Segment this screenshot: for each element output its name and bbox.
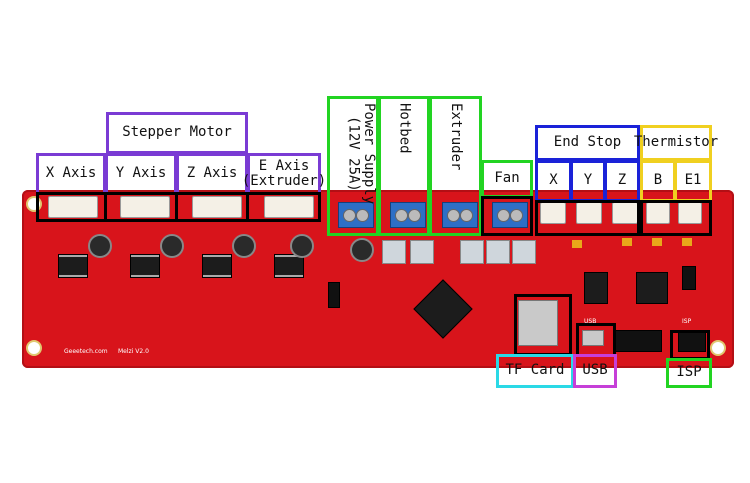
thermistor-e1-text: E1	[684, 172, 702, 189]
end-stop-x-label: X	[535, 160, 572, 202]
heatsink	[486, 240, 510, 264]
fan-connector-box	[481, 196, 533, 236]
box-divider	[175, 192, 178, 222]
stepper-driver-chip	[58, 254, 88, 278]
capacitor	[88, 234, 112, 258]
fan-text: Fan	[494, 170, 520, 187]
x-axis-text: X Axis	[45, 165, 97, 182]
capacitor	[232, 234, 256, 258]
isp-label: ISP	[666, 358, 712, 388]
thermistor-b-text: B	[653, 172, 663, 189]
end-stop-y-text: Y	[583, 172, 593, 189]
jumper-header	[328, 282, 340, 308]
fan-label: Fan	[481, 160, 533, 198]
end-stop-y-label: Y	[570, 160, 606, 202]
capacitor	[160, 234, 184, 258]
usb-serial-chip	[636, 272, 668, 304]
usb-silkscreen: USB	[584, 318, 597, 325]
end-stop-connector-box	[535, 200, 640, 236]
e-motor-connector	[264, 196, 314, 218]
capacitor	[290, 234, 314, 258]
fan-terminal	[492, 202, 528, 228]
stepper-driver-chip	[130, 254, 160, 278]
heatsink	[410, 240, 434, 264]
ic-chip	[584, 272, 608, 304]
end-stop-text: End Stop	[553, 134, 622, 151]
usb-highlight	[576, 323, 616, 357]
smd-capacitor	[572, 240, 582, 248]
x-axis-label: X Axis	[36, 153, 106, 195]
heatsink	[382, 240, 406, 264]
hotbed-label: Hotbed	[378, 96, 430, 236]
extruder-label: Extruder	[429, 96, 482, 236]
power-supply-text: Power Supply (12V 25A)	[345, 103, 377, 205]
stepper-driver-chip	[202, 254, 232, 278]
stepper-driver-chip	[274, 254, 304, 278]
hotbed-terminal	[390, 202, 426, 228]
end-stop-x-text: X	[549, 172, 558, 189]
smd-capacitor	[622, 238, 632, 246]
tf-card-text: TF Card	[505, 362, 565, 379]
e-axis-text: E Axis (Extruder)	[241, 157, 327, 189]
thermistor-connector-box	[640, 200, 712, 236]
heatsink	[512, 240, 536, 264]
stepper-motor-text: Stepper Motor	[122, 124, 232, 141]
thermistor-label: Thermistor	[634, 125, 718, 161]
x-motor-connector	[48, 196, 98, 218]
mount-hole	[26, 340, 42, 356]
usb-label: USB	[573, 354, 617, 388]
thermistor-b-label: B	[640, 160, 676, 202]
isp-text: ISP	[676, 364, 702, 381]
pin-header	[614, 330, 662, 352]
usb-port	[582, 330, 604, 346]
tf-card-label: TF Card	[496, 354, 574, 388]
power-terminal	[338, 202, 374, 228]
brand-silkscreen: Geeetech.com	[64, 348, 108, 355]
thermistor-e1-label: E1	[674, 160, 712, 202]
isp-silkscreen: ISP	[682, 318, 692, 325]
tf-card-highlight	[514, 294, 572, 356]
mcu-chip	[413, 279, 473, 339]
jumper-header	[682, 266, 696, 290]
box-divider	[104, 192, 107, 222]
tf-card-slot	[518, 300, 558, 346]
z-motor-connector	[192, 196, 242, 218]
stepper-motor-label: Stepper Motor	[106, 112, 248, 154]
extruder-text: Extruder	[448, 103, 465, 171]
y-axis-label: Y Axis	[105, 153, 177, 195]
hotbed-text: Hotbed	[396, 103, 413, 154]
y-motor-connector	[120, 196, 170, 218]
smd-capacitor	[682, 238, 692, 246]
stepper-connector-box	[36, 192, 321, 222]
heatsink	[460, 240, 484, 264]
usb-text: USB	[582, 362, 608, 379]
box-divider	[246, 192, 249, 222]
end-stop-label: End Stop	[535, 125, 640, 161]
y-axis-text: Y Axis	[115, 165, 167, 182]
end-stop-z-label: Z	[604, 160, 640, 202]
model-silkscreen: Melzi V2.0	[118, 348, 149, 355]
thermistor-text: Thermistor	[633, 134, 719, 151]
z-axis-text: Z Axis	[186, 165, 238, 182]
smd-capacitor	[652, 238, 662, 246]
extruder-terminal	[442, 202, 478, 228]
z-axis-label: Z Axis	[176, 153, 248, 195]
power-supply-label: Power Supply (12V 25A)	[327, 96, 379, 236]
capacitor	[350, 238, 374, 262]
end-stop-z-text: Z	[617, 172, 627, 189]
e-axis-label: E Axis (Extruder)	[242, 153, 326, 195]
isp-highlight	[670, 330, 710, 360]
mount-hole	[710, 340, 726, 356]
